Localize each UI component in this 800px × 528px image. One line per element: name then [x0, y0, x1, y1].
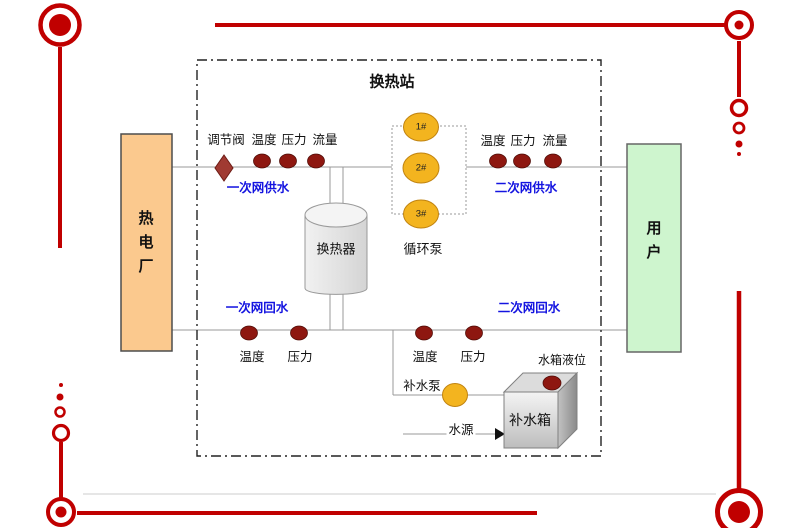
- supply2-flow-label: 流量: [542, 133, 568, 148]
- pump-1-label: 1#: [415, 121, 427, 133]
- decorative-red-frame: [38, 3, 763, 528]
- sensor-dots: [240, 153, 562, 341]
- sensor-supply2-temp: [489, 153, 507, 169]
- valve-label: 调节阀: [207, 132, 245, 147]
- primary-supply-label: 一次网供水: [226, 180, 290, 195]
- user-label: 用户: [646, 220, 662, 261]
- sensor-return2-temp: [415, 325, 433, 341]
- supply-flow-label: 流量: [312, 132, 338, 147]
- water-source-arrow-icon: [495, 428, 505, 440]
- sensor-return-temp: [240, 325, 258, 341]
- corner-ring-top-left: [38, 3, 82, 47]
- pump-2-icon: [402, 152, 440, 184]
- secondary-supply-label: 二次网供水: [494, 180, 558, 195]
- return2-pressure-label: 压力: [460, 349, 486, 364]
- return-pressure-label: 压力: [287, 349, 313, 364]
- supply2-pressure-label: 压力: [510, 133, 536, 148]
- primary-return-label: 一次网回水: [225, 300, 289, 315]
- makeup-pump-label: 补水泵: [403, 378, 441, 393]
- sensor-supply-temp: [253, 153, 271, 169]
- heat-exchanger-vessel: [304, 202, 368, 295]
- return2-temp-label: 温度: [412, 349, 438, 364]
- corner-ring-top-right: [724, 10, 754, 40]
- sensor-supply-pressure: [279, 153, 297, 169]
- pump-2-label: 2#: [415, 162, 427, 174]
- heat-exchanger-label: 换热器: [316, 241, 356, 257]
- tank-level-label: 水箱液位: [537, 353, 587, 367]
- supply-temp-label: 温度: [251, 132, 277, 147]
- sensor-return-pressure: [290, 325, 308, 341]
- circulation-pumps-label: 循环泵: [403, 241, 443, 257]
- makeup-tank-label: 补水箱: [509, 412, 551, 428]
- pump-3-icon: [403, 199, 439, 229]
- control-valve-icon: [214, 154, 234, 182]
- plant-box: [120, 133, 173, 352]
- circulation-pump-icons: [402, 112, 468, 407]
- plant-label: 热电厂: [138, 210, 154, 275]
- station-title: 换热站: [369, 73, 415, 91]
- return-temp-label: 温度: [239, 349, 265, 364]
- corner-dot-top-left: [49, 14, 71, 36]
- supply-pressure-label: 压力: [281, 132, 307, 147]
- sensor-supply-flow: [307, 153, 325, 169]
- supply2-temp-label: 温度: [480, 133, 506, 148]
- station-boundary: [196, 59, 602, 457]
- tank-front-face: [503, 391, 559, 449]
- makeup-tank: [502, 371, 579, 450]
- secondary-return-label: 二次网回水: [497, 300, 561, 315]
- sensor-supply2-pressure: [513, 153, 531, 169]
- makeup-pump-icon: [442, 383, 468, 407]
- corner-ring-bottom-right: [715, 488, 763, 528]
- water-source-label: 水源: [446, 422, 476, 437]
- user-box: [626, 143, 682, 353]
- sensor-tank-level: [542, 375, 562, 391]
- sensor-return2-pressure: [465, 325, 483, 341]
- sensor-supply2-flow: [544, 153, 562, 169]
- pump-1-icon: [403, 112, 439, 142]
- pump-3-label: 3#: [415, 208, 427, 220]
- corner-ring-bottom-left: [46, 497, 76, 527]
